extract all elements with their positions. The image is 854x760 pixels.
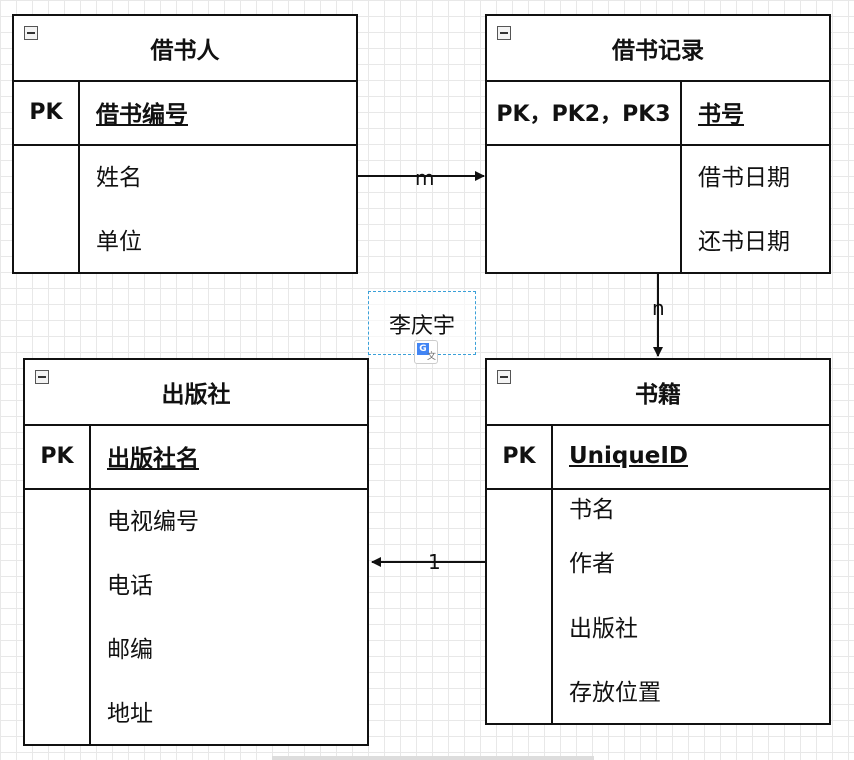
entity-book[interactable]: 书籍 PK UniqueID 书名 作者 出版社 存放位置 [485,358,831,725]
divider [487,488,829,490]
attribute-field: 还书日期 [698,229,790,255]
pk-label: PK [502,443,536,469]
attribute-field: 书名 [569,497,615,523]
collapse-icon[interactable] [497,26,511,40]
attribute-field: 电话 [107,573,153,599]
divider [487,80,829,82]
entity-borrow-record[interactable]: 借书记录 PK，PK2，PK3 书号 借书日期 还书日期 [485,14,831,274]
attribute-field: 存放位置 [569,680,661,706]
entity-title: 借书人 [150,38,220,64]
primary-key-field: 出版社名 [107,446,199,472]
note-text: 李庆宇 [388,314,455,339]
attribute-field: 地址 [107,701,153,727]
column-divider [89,424,91,746]
attribute-field: 出版社 [569,616,638,642]
divider [25,488,367,490]
collapse-icon[interactable] [35,370,49,384]
entity-publisher[interactable]: 出版社 PK 出版社名 电视编号 电话 邮编 地址 [23,358,369,746]
scrollbar-strip[interactable] [272,756,594,760]
primary-key-field: 书号 [698,102,744,128]
attribute-field: 邮编 [107,637,153,663]
pk-label: PK，PK2，PK3 [496,102,671,127]
column-divider [78,80,80,274]
edge-label-1: 1 [428,550,441,574]
divider [487,144,829,146]
edge-label-n: n [652,296,665,320]
divider [14,144,356,146]
column-divider [680,80,682,274]
collapse-icon[interactable] [497,370,511,384]
attribute-field: 单位 [96,229,142,255]
entity-borrower[interactable]: 借书人 PK 借书编号 姓名 单位 [12,14,358,274]
entity-title: 借书记录 [612,38,704,64]
pk-label: PK [40,443,74,469]
attribute-field: 电视编号 [107,509,199,535]
pk-label: PK [29,99,63,125]
attribute-field: 借书日期 [698,165,790,191]
attribute-field: 作者 [569,551,615,577]
divider [25,424,367,426]
entity-title: 书籍 [635,382,681,408]
entity-title: 出版社 [161,382,231,408]
attribute-field: 姓名 [96,165,142,191]
edge-label-m: m [415,166,435,190]
collapse-icon[interactable] [24,26,38,40]
column-divider [551,424,553,725]
primary-key-field: UniqueID [569,443,689,469]
translate-icon[interactable] [414,340,438,364]
primary-key-field: 借书编号 [96,102,188,128]
divider [14,80,356,82]
divider [487,424,829,426]
